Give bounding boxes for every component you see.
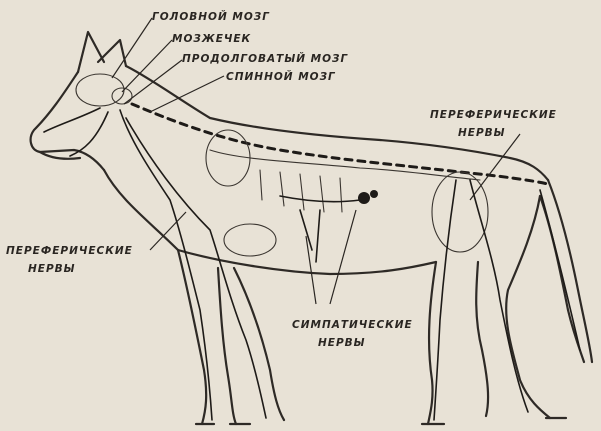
label-peripheral-left-1: ПЕРЕФЕРИЧЕСКИЕ [6, 245, 133, 257]
label-sympathetic-1: СИМПАТИЧЕСКИЕ [292, 319, 413, 331]
label-peripheral-right-1: ПЕРЕФЕРИЧЕСКИЕ [430, 109, 557, 121]
label-cerebellum: МОЗЖЕЧЕК [172, 33, 251, 45]
ganglion [370, 190, 378, 198]
label-peripheral-right-2: НЕРВЫ [458, 127, 506, 139]
label-peripheral-left-2: НЕРВЫ [28, 263, 76, 275]
brain-shape [76, 74, 124, 106]
label-sympathetic-2: НЕРВЫ [318, 337, 366, 349]
skeleton [206, 130, 488, 256]
label-medulla: ПРОДОЛГОВАТЫЙ МОЗГ [182, 52, 348, 65]
label-spinal-cord: СПИННОЙ МОЗГ [226, 70, 336, 83]
label-brain: ГОЛОВНОЙ МОЗГ [152, 10, 270, 23]
ganglion [358, 192, 370, 204]
sympathetic-nerves [280, 190, 378, 262]
